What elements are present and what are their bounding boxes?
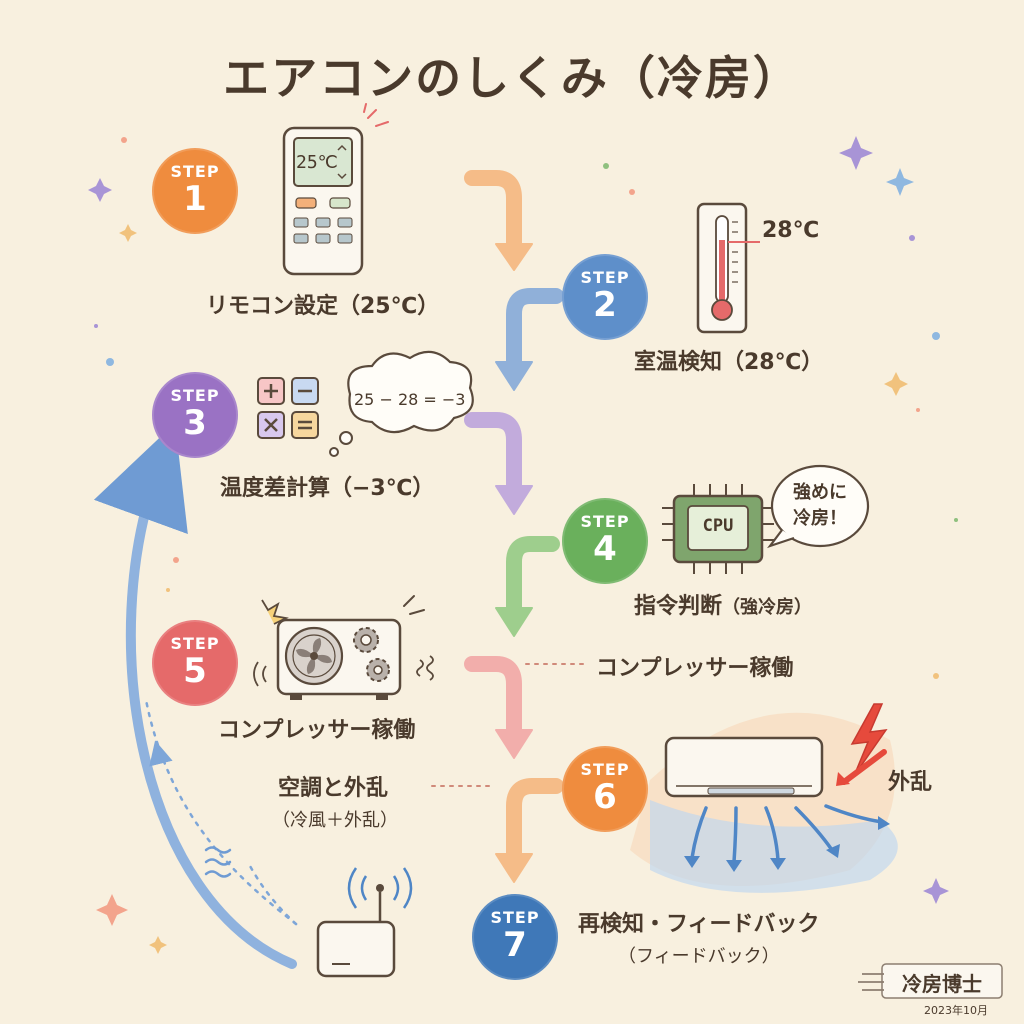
- step-6-word: STEP: [580, 760, 630, 779]
- step-3-word: STEP: [170, 386, 220, 405]
- flow-arrows: [93, 170, 589, 969]
- step-4-number: 4: [593, 529, 617, 569]
- step-3-label: 温度差計算（−3℃）: [220, 476, 435, 501]
- arrow-step4-to-5: [495, 536, 560, 637]
- step-7-badge: STEP 7: [472, 894, 558, 980]
- disturbance-label: 外乱: [888, 770, 933, 795]
- indoor-ac-unit-icon: [630, 703, 898, 893]
- step-4-label-main: 指令判断: [634, 594, 723, 619]
- sparkle-decorations: [88, 136, 958, 954]
- step-7-sublabel: （フィードバック）: [618, 946, 780, 967]
- step-2-label: 室温検知（28℃）: [634, 350, 824, 375]
- cpu-chip-icon: [662, 484, 774, 574]
- step-5-label: コンプレッサー稼働: [218, 718, 416, 743]
- outdoor-unit-icon: [253, 595, 434, 700]
- speech-bubble-line1: 強めに: [793, 482, 847, 503]
- arrow-step1-to-2: [464, 170, 533, 271]
- disturbance-note: 空調と外乱: [278, 776, 389, 801]
- logo-stamp: [858, 963, 1003, 999]
- step-2-word: STEP: [580, 268, 630, 287]
- speech-bubble-line2: 冷房！: [793, 508, 847, 529]
- step-6-number: 6: [593, 777, 617, 817]
- step-2-number: 2: [593, 285, 617, 325]
- step-1-number: 1: [183, 179, 207, 219]
- step-3-badge: STEP 3: [152, 372, 238, 458]
- step-1-label: リモコン設定（25℃）: [206, 294, 440, 319]
- step-3-number: 3: [183, 403, 207, 443]
- calculator-icon: [257, 377, 319, 439]
- logo-text: 冷房博士: [902, 972, 982, 996]
- feedback-loop-arrow: [93, 423, 298, 969]
- remote-control-icon: [282, 103, 389, 276]
- sensor-device-icon: [316, 867, 413, 978]
- step-7-word: STEP: [490, 908, 540, 927]
- arrow-step2-to-3: [495, 288, 564, 391]
- arrow-step5-to-6: [464, 656, 533, 759]
- disturbance-note-sub: （冷風＋外乱）: [272, 810, 398, 831]
- logo-date: 2023年10月: [924, 1004, 988, 1017]
- arrow-step6-to-7: [495, 778, 564, 883]
- step-7-number: 7: [503, 925, 527, 965]
- step-1-word: STEP: [170, 162, 220, 181]
- remote-display-text: 25℃: [296, 152, 338, 173]
- step-6-badge: STEP 6: [562, 746, 648, 832]
- calc-bubble-text: 25 − 28 = −3: [354, 390, 466, 409]
- dotted-connectors: [431, 663, 589, 787]
- step-4-word: STEP: [580, 512, 630, 531]
- step-7-label: 再検知・フィードバック: [578, 912, 820, 937]
- step-2-badge: STEP 2: [562, 254, 648, 340]
- step-1-badge: STEP 1: [152, 148, 238, 234]
- cpu-label: CPU: [702, 516, 734, 536]
- arrow-step3-to-4: [464, 412, 533, 515]
- compressor-note: コンプレッサー稼働: [596, 656, 794, 681]
- speech-bubble: [767, 464, 870, 549]
- step-5-badge: STEP 5: [152, 620, 238, 706]
- thermometer-reading: 28℃: [762, 218, 820, 243]
- step-5-word: STEP: [170, 634, 220, 653]
- step-5-number: 5: [183, 651, 207, 691]
- step-4-label: 指令判断（強冷房）: [634, 588, 812, 620]
- step-4-badge: STEP 4: [562, 498, 648, 584]
- thought-bubble: [329, 350, 474, 457]
- thermometer-icon: [696, 202, 760, 334]
- page-title: エアコンのしくみ（冷房）: [223, 51, 801, 105]
- step-4-label-sub: （強冷房）: [722, 597, 813, 618]
